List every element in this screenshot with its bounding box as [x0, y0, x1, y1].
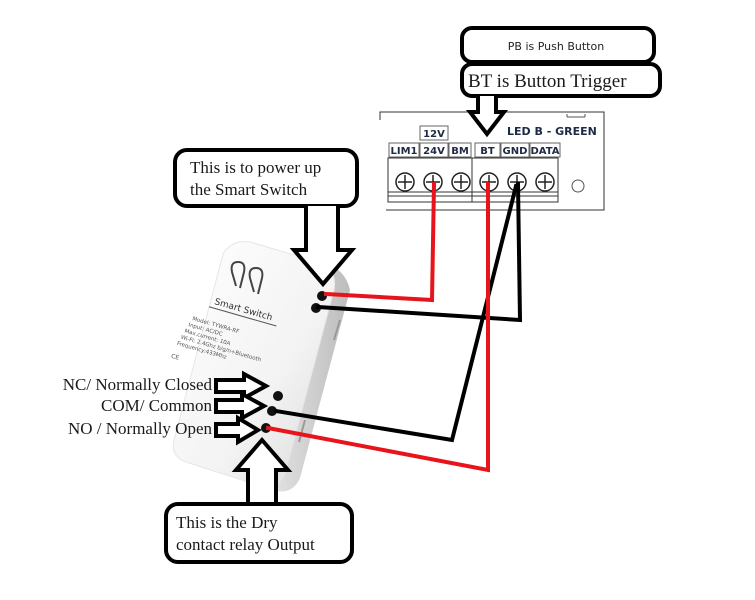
screw-icon [451, 172, 471, 192]
callout-power-line1: This is to power up [190, 158, 321, 177]
screw-icon [535, 172, 555, 192]
voltage-label-box [419, 125, 449, 141]
screw-icon [507, 172, 527, 192]
terminal-label-data: DATA [530, 146, 559, 157]
arrow-no-icon [214, 414, 262, 446]
screw-icon [395, 172, 415, 192]
device-slot [298, 419, 306, 443]
callout-push-button: PB is Push Button [460, 26, 656, 64]
arrow-down-to-power-icon [289, 206, 357, 288]
terminal-label-box-lim1 [388, 142, 420, 158]
label-nc: NC/ Normally Closed [63, 375, 213, 394]
arrow-nc-icon [214, 370, 271, 402]
terminal-label-box-bt [474, 142, 501, 158]
wires [265, 181, 523, 473]
device-title-underline [208, 306, 277, 327]
label-no: NO / Normally Open [68, 419, 213, 438]
terminal-label-24v: 24V [423, 146, 445, 157]
wire-gnd-com [273, 183, 519, 443]
device-cert-mark: CE [170, 353, 180, 362]
device-slot [333, 319, 341, 341]
terminal-label-bt: BT [480, 146, 495, 157]
terminal-label-lim1: LIM1 [390, 146, 417, 157]
callout-button-trigger-text: BT is Button Trigger [468, 71, 627, 92]
wire-24v-power [323, 181, 437, 303]
callout-relay-line1: This is the Dry [176, 513, 278, 532]
terminal-block [387, 157, 559, 203]
voltage-label: 12V [423, 129, 445, 140]
terminal-label-bm: BM [451, 146, 469, 157]
relay-terminal-nc [273, 391, 283, 401]
callout-button-trigger: BT is Button Trigger [460, 62, 662, 98]
callout-relay: This is the Dry contact relay Output [164, 502, 354, 564]
terminal-label-gnd: GND [503, 146, 528, 157]
arrow-down-to-bt-icon [465, 96, 509, 138]
terminal-label-box-gnd [500, 142, 530, 158]
wire-bt-no [265, 182, 490, 473]
relay-terminal-com [267, 406, 277, 416]
terminal-label-box-data [529, 142, 561, 158]
label-com: COM/ Common [101, 396, 212, 415]
callout-power: This is to power up the Smart Switch [173, 148, 359, 208]
wire-gnd-power [315, 181, 523, 323]
callout-push-button-text: PB is Push Button [508, 40, 604, 53]
callout-relay-line2: contact relay Output [176, 535, 315, 554]
relay-labels: NC/ Normally Closed COM/ Common NO / Nor… [63, 370, 271, 446]
terminal-label-box-24v [419, 142, 449, 158]
callout-power-line2: the Smart Switch [190, 180, 308, 199]
led-label: LED B - GREEN [507, 125, 597, 138]
device-logo-icon [230, 260, 264, 295]
board-outline [379, 111, 605, 211]
led-indicator [571, 179, 585, 193]
arrow-up-to-relay-icon [231, 436, 293, 504]
arrow-com-icon [214, 390, 269, 422]
terminal-label-box-bm [448, 142, 472, 158]
